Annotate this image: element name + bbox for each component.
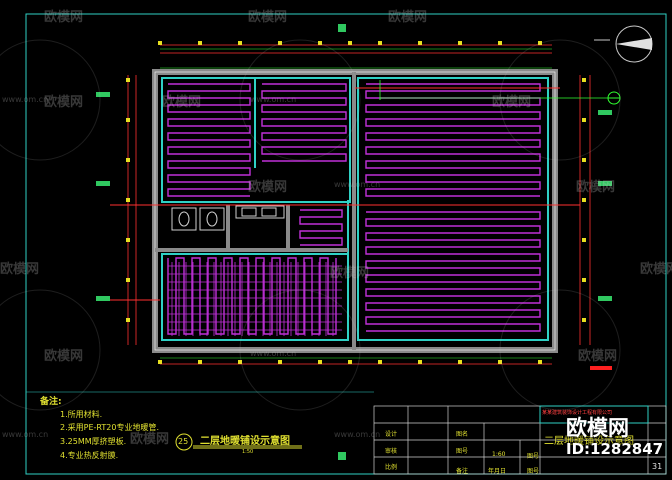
tb-review-label: 审核 — [385, 448, 398, 455]
watermark-text: 欧模网 — [44, 10, 84, 25]
tb-remark-label: 备注 — [456, 468, 469, 475]
heating-loop — [167, 257, 337, 335]
tb-floor-label: 二层地暖铺设示意图 — [544, 436, 634, 447]
watermark-text: 欧模网 — [578, 349, 618, 364]
company-name: 某某建筑装饰设计工程有限公司 — [542, 410, 613, 416]
watermark-url: www.om.cn — [250, 349, 297, 358]
tb-design-label: 设计 — [385, 431, 398, 438]
heating-loop — [261, 83, 347, 162]
axis-markers — [96, 24, 612, 460]
stair-hatch — [168, 262, 342, 336]
heating-loop — [167, 83, 251, 197]
tb-scale-value: 1:60 — [492, 451, 506, 458]
watermark-text: 欧模网 — [130, 432, 170, 447]
tb-date-label: 年月日 — [488, 468, 507, 475]
brand-watermark: 欧模网 — [566, 416, 629, 440]
watermark-text: 欧模网 — [162, 95, 202, 110]
sheet-number: 31 — [652, 462, 663, 471]
watermark-url: www.om.cn — [334, 180, 381, 189]
watermark-text: 欧模网 — [44, 349, 84, 364]
title-block-grid — [373, 405, 667, 475]
heating-loop — [365, 83, 541, 197]
floor-heating-pipes — [167, 83, 541, 335]
note-item: 3.25MM厚挤塑板. — [60, 437, 127, 446]
heating-loop — [299, 209, 343, 246]
bathroom-fixtures — [171, 205, 285, 231]
watermark-url: www.om.cn — [2, 95, 49, 104]
scale-bar — [590, 366, 612, 370]
drawing-number: 25 — [178, 437, 189, 446]
watermark-text: 欧模网 — [330, 266, 370, 281]
tb-drawing-name-label: 图名 — [456, 431, 469, 438]
room-outlines — [161, 77, 549, 341]
tb-number-label-3: 图号 — [527, 468, 540, 475]
note-item: 4.专业热反射膜. — [60, 451, 119, 460]
watermark-circles — [0, 39, 621, 411]
note-item: 1.所用材料. — [60, 410, 103, 419]
watermark-text: 欧模网 — [492, 95, 532, 110]
drawing-number-circle — [175, 433, 193, 451]
tb-scale-label: 比例 — [385, 464, 398, 471]
tb-number-label-2: 图号 — [527, 453, 540, 460]
watermark-url: www.om.cn — [334, 430, 381, 439]
watermark-url: www.om.cn — [2, 430, 49, 439]
watermark-text: 欧模网 — [640, 262, 672, 277]
model-id: ID:1282847 — [566, 440, 664, 458]
watermark-text: 欧模网 — [576, 180, 616, 195]
note-item: 2.采用PE-RT20专业地暖管. — [60, 423, 159, 432]
watermark-text: 欧模网 — [44, 95, 84, 110]
watermark-url: www.om.cn — [250, 95, 297, 104]
top-dimension-lines — [160, 44, 552, 54]
north-arrow-icon — [594, 25, 653, 63]
heating-loop — [365, 211, 541, 332]
watermark-text: 欧模网 — [248, 180, 288, 195]
tb-number-label: 图号 — [456, 448, 469, 455]
watermark-text: 欧模网 — [248, 10, 288, 25]
watermark-text: 欧模网 — [0, 262, 40, 277]
drawing-scale: 1:50 — [242, 449, 254, 455]
drawing-title: 二层地暖铺设示意图 — [200, 436, 290, 447]
notes-heading: 备注: — [40, 397, 62, 407]
watermark-text: 欧模网 — [388, 10, 428, 25]
sheet-frame — [25, 13, 667, 475]
thermostat-icon — [607, 91, 621, 105]
